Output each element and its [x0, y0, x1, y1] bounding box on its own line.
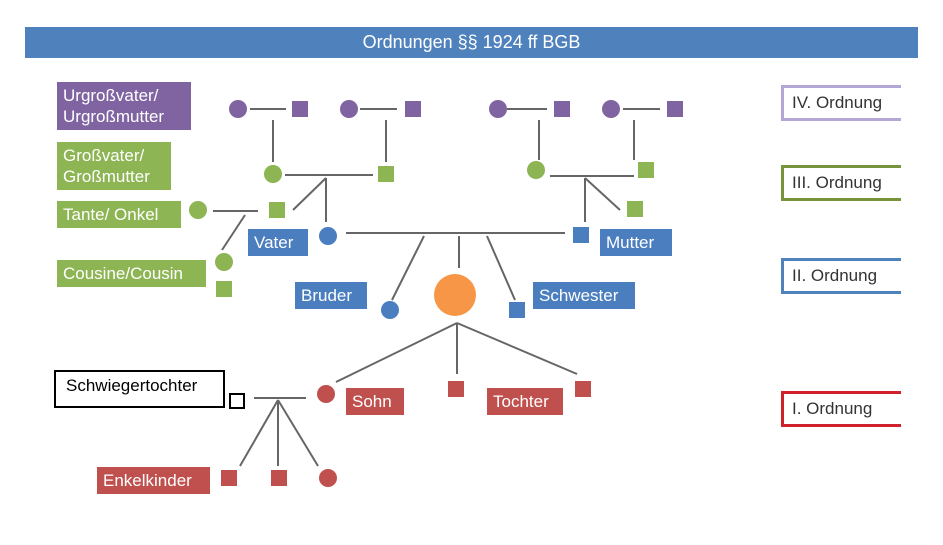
- line-to-sohn: [335, 322, 458, 383]
- grossmutter-paternal-circle: [264, 165, 282, 183]
- urgrossmutter-1-circle: [229, 100, 247, 118]
- line-to-tochter: [456, 322, 578, 375]
- maternal-sibling-square: [627, 201, 643, 217]
- label-tochter: Tochter: [487, 388, 563, 415]
- order-i-box: I. Ordnung: [781, 391, 901, 427]
- cousin-square: [216, 281, 232, 297]
- label-urgrosseltern-line1: Urgroßvater/: [63, 86, 159, 105]
- label-schwester: Schwester: [533, 282, 635, 309]
- order-iv-box: IV. Ordnung: [781, 85, 901, 121]
- order-i-label: I. Ordnung: [792, 399, 873, 418]
- line-to-schwester: [486, 235, 516, 301]
- urgrossmutter-3-circle: [489, 100, 507, 118]
- enkel-3-circle: [319, 469, 337, 487]
- erblasser-circle: [434, 274, 476, 316]
- cousine-circle: [215, 253, 233, 271]
- label-cousine-cousin: Cousine/Cousin: [57, 260, 206, 287]
- vater-circle: [319, 227, 337, 245]
- urgrossvater-2-square: [405, 101, 421, 117]
- urgrossmutter-2-circle: [340, 100, 358, 118]
- label-schwiegertochter: Schwiegertochter: [54, 370, 225, 408]
- onkel-square: [269, 202, 285, 218]
- sohn-circle: [317, 385, 335, 403]
- label-urgrosseltern-line2: Urgroßmutter: [63, 107, 165, 126]
- order-iii-label: III. Ordnung: [792, 173, 882, 192]
- grossvater-maternal-square: [638, 162, 654, 178]
- order-iv-label: IV. Ordnung: [792, 93, 883, 112]
- label-grosseltern: Großvater/ Großmutter: [57, 142, 171, 190]
- order-iii-box: III. Ordnung: [781, 165, 901, 201]
- label-vater: Vater: [248, 229, 308, 256]
- grossmutter-maternal-circle: [527, 161, 545, 179]
- label-sohn: Sohn: [346, 388, 404, 415]
- enkel-2-square: [271, 470, 287, 486]
- line-to-onkel: [292, 177, 327, 211]
- schwiegertochter-square: [229, 393, 245, 409]
- title-text: Ordnungen §§ 1924 ff BGB: [362, 32, 581, 52]
- line-to-maternal-sibling: [584, 177, 621, 211]
- label-enkelkinder: Enkelkinder: [97, 467, 210, 494]
- line-to-enkel-1: [239, 399, 279, 467]
- label-grosseltern-line2: Großmutter: [63, 167, 150, 186]
- schwester-square: [509, 302, 525, 318]
- line-to-cousin: [221, 214, 246, 251]
- urgrossmutter-4-circle: [602, 100, 620, 118]
- bruder-circle: [381, 301, 399, 319]
- line-to-bruder: [391, 235, 425, 301]
- label-mutter: Mutter: [600, 229, 672, 256]
- order-ii-label: II. Ordnung: [792, 266, 878, 285]
- enkel-1-square: [221, 470, 237, 486]
- line-to-enkel-3: [277, 399, 319, 467]
- tante-circle: [189, 201, 207, 219]
- mutter-square: [573, 227, 589, 243]
- tochter-square: [575, 381, 591, 397]
- title-banner: Ordnungen §§ 1924 ff BGB: [25, 27, 918, 58]
- grossvater-paternal-square: [378, 166, 394, 182]
- label-urgrosseltern: Urgroßvater/ Urgroßmutter: [57, 82, 191, 130]
- urgrossvater-1-square: [292, 101, 308, 117]
- connector-lines: [213, 108, 660, 467]
- label-tante-onkel: Tante/ Onkel: [57, 201, 181, 228]
- urgrossvater-3-square: [554, 101, 570, 117]
- label-bruder: Bruder: [295, 282, 367, 309]
- label-grosseltern-line1: Großvater/: [63, 146, 145, 165]
- child-middle-square: [448, 381, 464, 397]
- urgrossvater-4-square: [667, 101, 683, 117]
- order-ii-box: II. Ordnung: [781, 258, 901, 294]
